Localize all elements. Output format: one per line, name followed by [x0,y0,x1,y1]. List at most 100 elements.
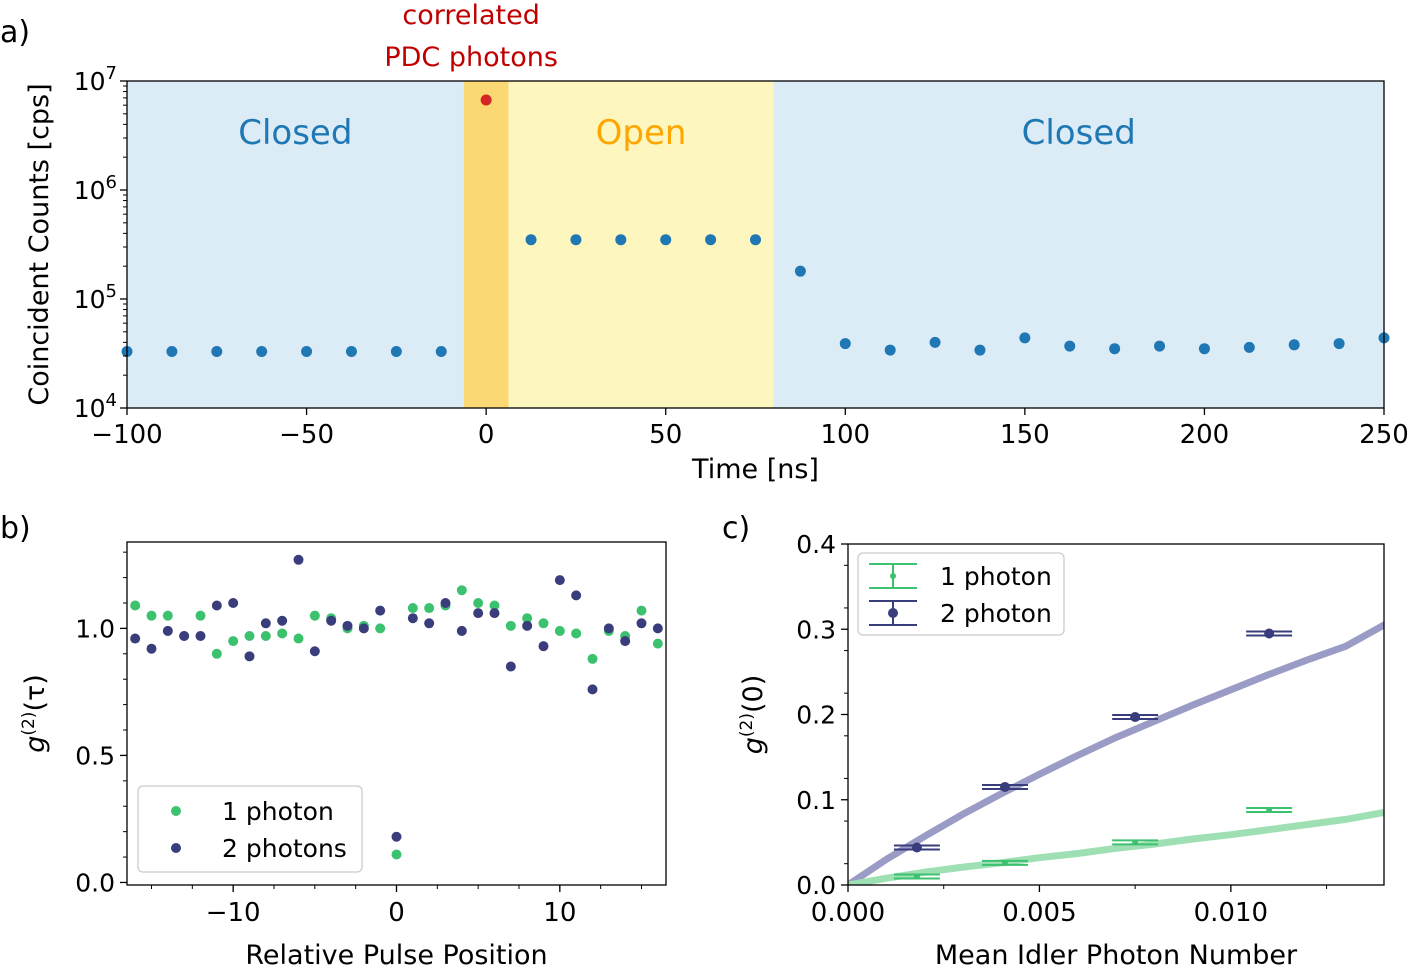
legend-marker [890,573,896,579]
data-point [615,234,627,246]
data-point [913,873,920,880]
y-tick-label: 0.0 [796,871,836,900]
x-tick-label: 0 [478,420,495,450]
data-point [571,590,582,601]
data-point [293,633,304,644]
data-point [999,781,1010,792]
y-axis-label: g(2)(0) [737,675,769,754]
data-point [1064,340,1076,352]
x-tick-label: 0.000 [811,898,885,928]
data-point [277,615,288,626]
y-axis-label: g(2)(τ) [19,674,51,753]
data-point [660,234,672,246]
y-tick-label: 1.0 [75,614,115,643]
data-point [1154,340,1166,352]
data-point [309,610,320,621]
pdc-point [480,94,492,106]
fit-curve [848,621,1384,885]
x-tick-label: 150 [1000,420,1050,450]
data-point [1130,712,1141,723]
x-axis-label: Relative Pulse Position [245,940,547,968]
data-point [244,651,255,662]
x-tick-label: 250 [1359,420,1409,450]
legend-marker [171,806,181,816]
x-tick-label: −100 [91,420,162,450]
data-point [375,605,386,616]
y-tick-label: 106 [74,172,117,205]
panel-label-c: c) [722,511,750,546]
x-tick-label: −50 [279,420,334,450]
x-tick-label: 10 [543,898,576,928]
data-point [636,605,647,616]
data-point [407,603,418,614]
data-point [211,345,223,357]
data-point [391,831,402,842]
panel-label-b: b) [0,511,31,546]
legend-box [857,552,1065,636]
data-point [525,234,537,246]
data-point [587,684,598,695]
y-tick-label: 0.4 [796,530,836,559]
data-point [570,234,582,246]
data-point [505,661,516,672]
data-point [636,618,647,629]
data-point [1019,332,1031,344]
data-point [1333,338,1345,350]
data-point [277,628,288,639]
legend-label: 1 photon [222,797,334,826]
data-point [435,345,447,357]
y-tick-label: 0.0 [75,868,115,897]
data-point [1266,806,1273,813]
region-closed [773,81,1384,408]
data-point [130,633,141,644]
data-point [489,608,500,619]
y-tick-label: 0.1 [796,786,836,815]
data-point [489,600,500,611]
data-point [228,636,239,647]
data-point [839,338,851,350]
x-tick-label: 50 [649,420,682,450]
x-axis-label: Time [ns] [691,454,819,485]
y-tick-label: 0.2 [796,701,836,730]
data-point [554,625,565,636]
data-point [705,234,717,246]
x-axis-label: Mean Idler Photon Number [935,940,1298,968]
data-point [473,597,484,608]
data-point [211,600,222,611]
legend-label: 2 photons [222,834,347,863]
legend-label: 2 photon [940,599,1052,628]
fit-curve [848,809,1384,885]
x-tick-label: 100 [820,420,870,450]
data-point [974,344,986,356]
data-point [166,345,178,357]
data-point [522,620,533,631]
data-point [260,631,271,642]
data-point [1001,859,1008,866]
data-point [391,849,402,860]
region-pdc [463,81,509,408]
legend-box [137,785,363,873]
data-point [1243,341,1255,353]
y-tick-label: 107 [74,63,117,96]
data-point [884,344,896,356]
data-point [1198,343,1210,355]
x-tick-label: 0.005 [1002,898,1076,928]
y-axis-label: Coincident Counts [cps] [24,83,55,405]
data-point [1264,628,1275,639]
data-point [424,603,435,614]
data-point [1109,343,1121,355]
data-point [620,636,631,647]
data-point [179,631,190,642]
data-point [228,597,239,608]
region-open [508,81,774,408]
data-point [1132,839,1139,846]
data-point [358,623,369,634]
data-point [538,618,549,629]
data-point [345,345,357,357]
data-point [244,631,255,642]
data-point [162,610,173,621]
y-tick-label: 0.3 [796,615,836,644]
data-point [911,842,922,853]
